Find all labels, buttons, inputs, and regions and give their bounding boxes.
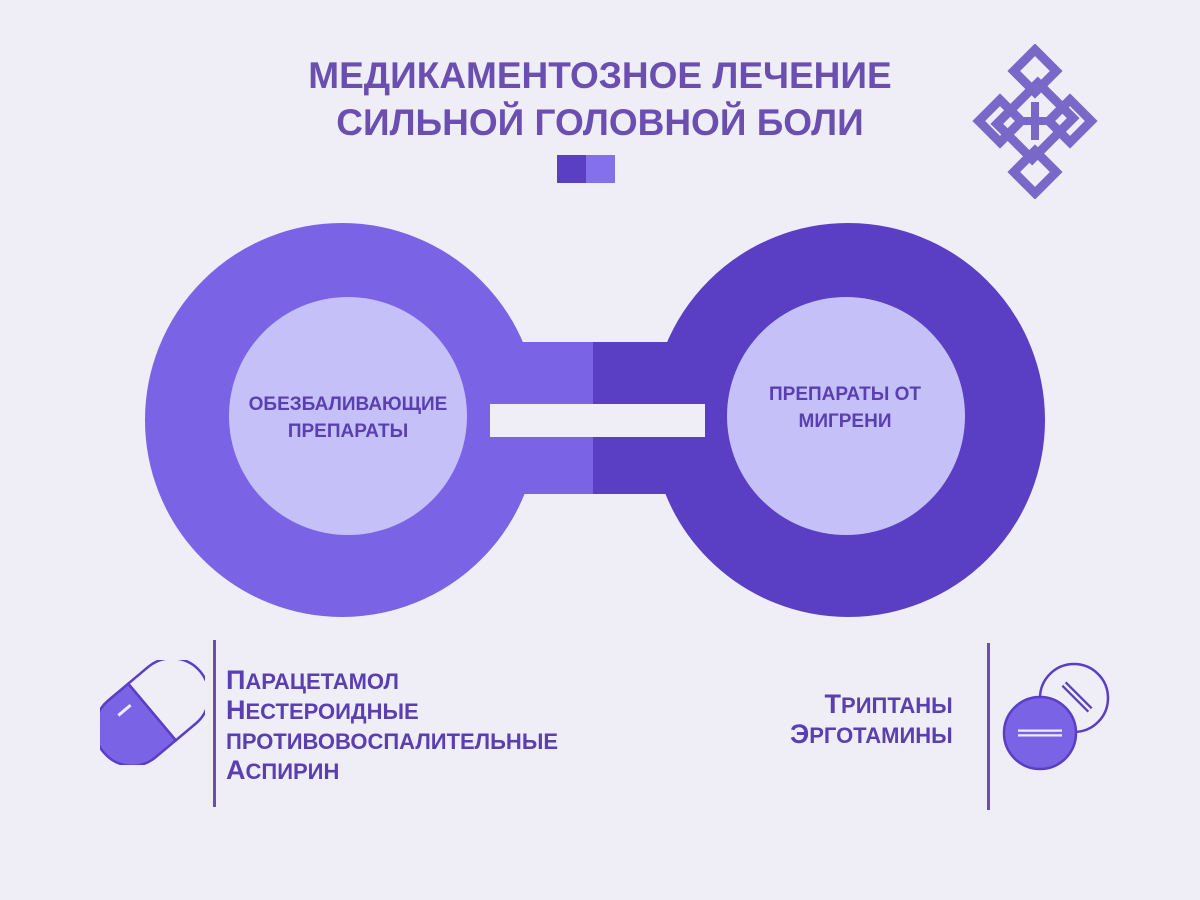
list-item: ТРИПТАНЫ bbox=[824, 689, 953, 719]
endless-knot-icon bbox=[972, 44, 1098, 199]
list-item: АСПИРИН bbox=[226, 755, 340, 785]
bridge-gap bbox=[490, 404, 705, 437]
right-divider-line bbox=[987, 643, 990, 810]
migraine-drugs-list: ТРИПТАНЫ ЭРГОТАМИНЫ bbox=[790, 690, 953, 750]
tablets-icon bbox=[1002, 662, 1110, 771]
title-accent-bar bbox=[557, 155, 615, 183]
list-item: ЭРГОТАМИНЫ bbox=[790, 719, 953, 749]
left-circle-label: ОБЕЗБАЛИВАЮЩИЕ ПРЕПАРАТЫ bbox=[248, 394, 448, 442]
title-line-1: МЕДИКАМЕНТОЗНОЕ ЛЕЧЕНИЕ bbox=[308, 55, 892, 96]
list-item: НЕСТЕРОИДНЫЕ bbox=[226, 695, 419, 725]
list-item: ПРОТИВОВОСПАЛИТЕЛЬНЫЕ bbox=[226, 729, 559, 754]
left-inner-circle bbox=[229, 297, 467, 535]
right-inner-circle bbox=[727, 297, 965, 535]
left-divider-line bbox=[213, 640, 216, 807]
title-line-2: СИЛЬНОЙ ГОЛОВНОЙ БОЛИ bbox=[336, 102, 864, 143]
page-title: МЕДИКАМЕНТОЗНОЕ ЛЕЧЕНИЕ СИЛЬНОЙ ГОЛОВНОЙ… bbox=[0, 52, 1200, 146]
list-item: ПАРАЦЕТАМОЛ bbox=[226, 665, 399, 695]
painkillers-list: ПАРАЦЕТАМОЛ НЕСТЕРОИДНЫЕ ПРОТИВОВОСПАЛИТ… bbox=[226, 666, 558, 786]
capsule-pill-icon bbox=[100, 660, 205, 765]
right-circle-label: ПРЕПАРАТЫ ОТ МИГРЕНИ bbox=[768, 384, 922, 432]
